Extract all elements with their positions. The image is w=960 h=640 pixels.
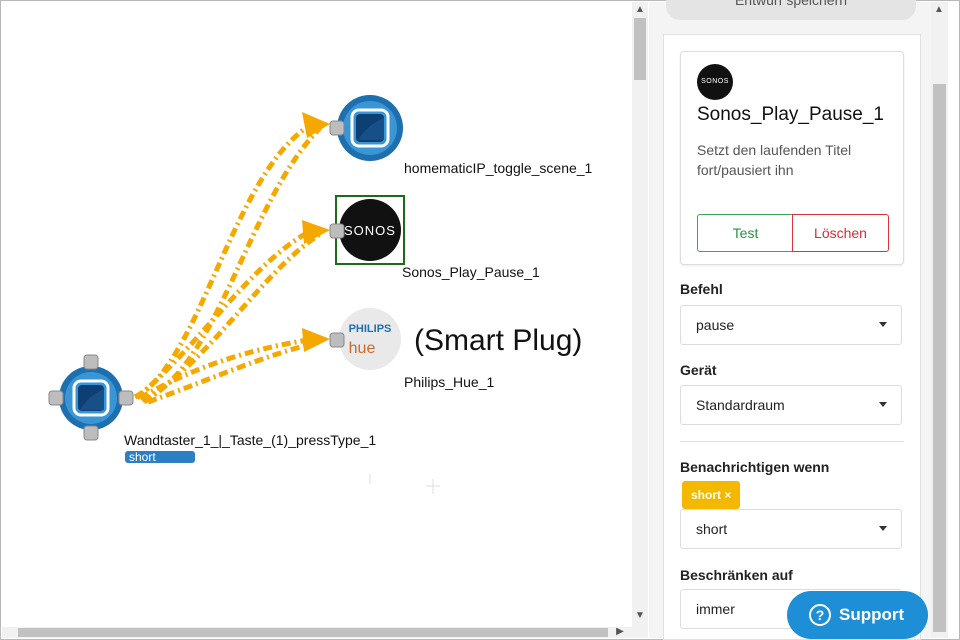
node-label-wandtaster: Wandtaster_1_|_Taste_(1)_pressType_1: [124, 432, 377, 448]
save-draft-button[interactable]: Entwurf speichern: [666, 0, 916, 20]
node-label-hue: Philips_Hue_1: [404, 374, 495, 390]
panel-scrollbar[interactable]: ▲: [931, 2, 948, 638]
notify-chip[interactable]: short ×: [682, 481, 741, 509]
flow-graph: SONOS PHILIPS hue: [48, 95, 440, 494]
edge-to-homematic: [133, 121, 314, 400]
edge-to-sonos-2: [142, 231, 322, 405]
edges: [133, 121, 322, 405]
sonos-port: [329, 223, 345, 239]
test-button[interactable]: Test: [697, 214, 794, 252]
wandtaster-port-right: [118, 390, 134, 406]
support-label: Support: [839, 605, 905, 624]
notify-label: Benachrichtigen wenn: [680, 459, 830, 475]
wandtaster-port-bottom: [83, 425, 99, 441]
card-title: Sonos_Play_Pause_1: [697, 104, 884, 125]
hue-logo-top: PHILIPS: [349, 323, 392, 335]
befehl-label: Befehl: [680, 281, 723, 297]
canvas-horizontal-scrollbar[interactable]: ▶: [2, 626, 648, 638]
geraet-label: Gerät: [680, 362, 717, 378]
divider: [680, 441, 904, 442]
smart-plug-annotation: (Smart Plug): [414, 324, 583, 357]
canvas-scroll-thumb[interactable]: [634, 18, 646, 80]
support-button[interactable]: ? Support: [787, 591, 928, 639]
arrowhead-hue: [302, 328, 330, 352]
geraet-value: Standardraum: [696, 397, 785, 413]
chevron-down-icon: [879, 402, 887, 407]
arrowhead-sonos: [302, 220, 330, 244]
properties-form: SONOS Sonos_Play_Pause_1 Setzt den laufe…: [663, 34, 921, 640]
flow-canvas[interactable]: SONOS PHILIPS hue homematicIP_toggle_sce…: [2, 2, 632, 627]
wandtaster-port-top: [83, 354, 99, 370]
hue-port: [329, 332, 345, 348]
panel-scroll-thumb[interactable]: [933, 84, 946, 632]
short-tag: short: [125, 451, 195, 463]
wandtaster-node-icon[interactable]: [59, 366, 123, 430]
edge-to-hue-2: [147, 339, 321, 405]
device-card: SONOS Sonos_Play_Pause_1 Setzt den laufe…: [680, 51, 904, 265]
sonos-card-logo-icon: SONOS: [697, 64, 733, 100]
befehl-value: pause: [696, 317, 735, 333]
sonos-logo-text: SONOS: [344, 223, 396, 238]
properties-panel: Entwurf speichern SONOS Sonos_Play_Pause…: [649, 0, 931, 640]
edge-to-hue: [138, 336, 315, 401]
sonos-node-icon: [339, 199, 401, 261]
question-icon: ?: [809, 604, 831, 626]
hue-logo-bottom: hue: [349, 340, 376, 357]
restrict-value: immer: [696, 601, 735, 617]
node-label-sonos: Sonos_Play_Pause_1: [402, 264, 540, 280]
hue-node-icon: [339, 308, 401, 370]
chevron-down-icon: [879, 526, 887, 531]
edge-to-sonos: [135, 227, 314, 400]
befehl-select[interactable]: pause: [680, 305, 902, 345]
notify-select[interactable]: short: [680, 509, 902, 549]
node-label-homematic: homematicIP_toggle_scene_1: [404, 160, 593, 176]
chevron-down-icon: [879, 322, 887, 327]
delete-button[interactable]: Löschen: [792, 214, 889, 252]
wandtaster-port-left: [48, 390, 64, 406]
homematic-node-icon[interactable]: [337, 95, 403, 161]
canvas-vertical-scrollbar[interactable]: ▲ ▼: [632, 2, 648, 627]
panel-scroll-up-icon[interactable]: ▲: [934, 4, 944, 15]
notify-value: short: [696, 521, 728, 537]
geraet-select[interactable]: Standardraum: [680, 385, 902, 425]
homematic-port: [329, 120, 345, 136]
restrict-label: Beschränken auf: [680, 567, 793, 583]
card-description: Setzt den laufenden Titel fort/pausiert …: [697, 142, 852, 178]
scroll-up-icon[interactable]: ▲: [635, 4, 645, 15]
arrowhead-homematic: [302, 112, 330, 138]
canvas-hscroll-thumb[interactable]: [18, 628, 608, 637]
scroll-right-icon[interactable]: ▶: [616, 626, 624, 637]
scroll-down-icon[interactable]: ▼: [635, 610, 645, 621]
